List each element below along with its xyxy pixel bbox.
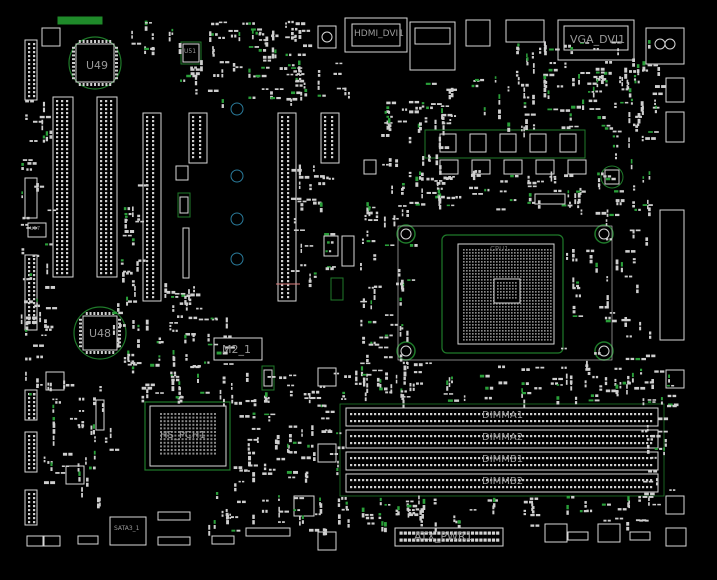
rear-io xyxy=(57,16,685,71)
header-front-1 xyxy=(188,112,208,164)
chip-u57 xyxy=(27,222,47,238)
mounting-holes xyxy=(230,102,244,266)
chip-u48 xyxy=(73,306,127,360)
dimm-slot-a1 xyxy=(345,407,659,427)
pcie-slot-3 xyxy=(142,112,162,302)
pcie-slot-2 xyxy=(96,96,118,278)
passive-components xyxy=(20,20,679,536)
m2-and-misc xyxy=(41,27,685,517)
chip-u49 xyxy=(68,36,122,90)
vrm-area xyxy=(424,129,624,205)
bottom-connectors xyxy=(26,511,687,551)
header-front-2 xyxy=(320,112,340,164)
left-edge-headers xyxy=(24,39,38,526)
cpu-socket xyxy=(396,224,614,361)
pcie-slot-1 xyxy=(52,96,74,278)
dimm-slot-b1 xyxy=(345,451,659,471)
dimm-slot-a2 xyxy=(345,429,659,449)
chipset-hs-pch1 xyxy=(144,401,231,471)
pcie-slot-4 xyxy=(276,112,300,302)
